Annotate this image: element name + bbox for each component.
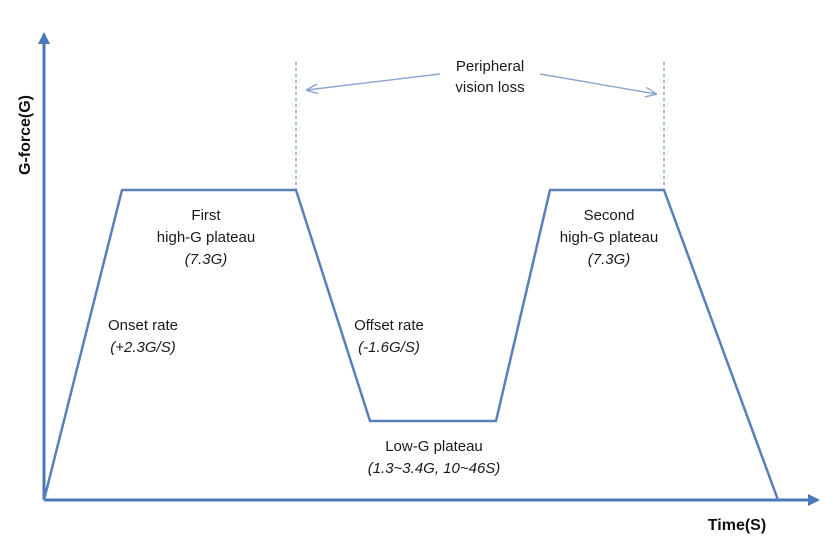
low-plateau-value: (1.3~3.4G, 10~46S): [368, 460, 501, 477]
y-axis-label: G-force(G): [17, 95, 34, 175]
onset-rate-value: (+2.3G/S): [110, 339, 175, 356]
offset-rate-label: Offset rate: [354, 317, 424, 334]
low-plateau-label: Low-G plateau: [385, 438, 483, 455]
onset-rate-label: Onset rate: [108, 317, 178, 334]
peripheral-label-line1: Peripheral: [456, 58, 524, 75]
g-force-curve: [42, 188, 780, 501]
first-plateau-label-line2: high-G plateau: [157, 229, 255, 246]
first-plateau-label-line1: First: [191, 207, 221, 224]
vision-loss-arrow-right: [539, 73, 656, 94]
second-plateau-value: (7.3G): [588, 251, 631, 268]
second-plateau-label-line2: high-G plateau: [560, 229, 658, 246]
second-plateau-label-line1: Second: [584, 207, 635, 224]
vision-loss-arrow-left: [307, 73, 441, 90]
first-plateau-value: (7.3G): [185, 251, 228, 268]
x-axis-label: Time(S): [708, 517, 766, 534]
offset-rate-value: (-1.6G/S): [358, 339, 420, 356]
peripheral-label-line2: vision loss: [455, 79, 524, 96]
